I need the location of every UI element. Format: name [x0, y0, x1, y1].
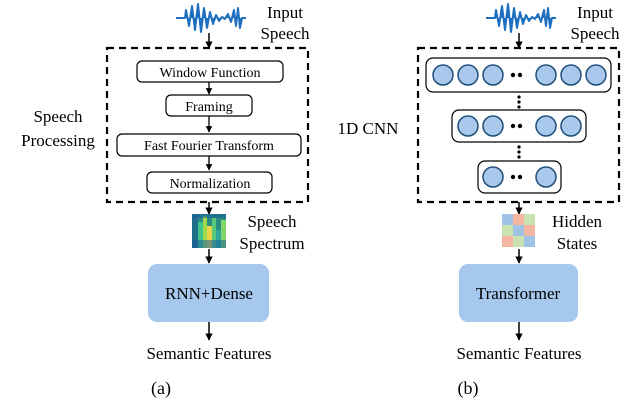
input-label-b-line2: Speech	[570, 24, 620, 43]
group-label-a-line1: Speech	[33, 107, 83, 126]
input-label-b-line1: Input	[577, 3, 613, 22]
step-normalization-label: Normalization	[170, 177, 251, 192]
step-fft-label: Fast Fourier Transform	[144, 139, 274, 154]
neuron	[560, 115, 582, 137]
vertical-ellipsis-2	[517, 145, 521, 159]
feature-label-a-line1: Speech	[247, 212, 297, 231]
audio-waveform-icon-b	[486, 3, 556, 33]
output-label-b: Semantic Features	[456, 344, 581, 363]
step-framing-label: Framing	[185, 100, 232, 115]
neuron	[585, 64, 607, 86]
rnn-dense-box	[148, 264, 269, 322]
feature-label-b-line2: States	[557, 234, 598, 253]
spectrogram-icon	[192, 214, 226, 248]
panel-b: Input Speech 1D CNN	[338, 3, 621, 399]
input-label-a-line2: Speech	[260, 24, 310, 43]
output-label-a: Semantic Features	[146, 344, 271, 363]
step-normalization	[146, 171, 273, 194]
step-window-function-label: Window Function	[160, 66, 261, 81]
feature-label-a-line2: Spectrum	[239, 234, 304, 253]
input-label-a-line1: Input	[267, 3, 303, 22]
neuron	[535, 166, 557, 188]
neuron	[482, 166, 504, 188]
caption-b: (b)	[458, 378, 479, 399]
neuron	[457, 64, 479, 86]
cnn-layer-3	[477, 160, 562, 194]
neuron	[535, 115, 557, 137]
audio-waveform-icon	[176, 3, 246, 33]
model-label-a: RNN+Dense	[165, 284, 253, 303]
neuron	[535, 64, 557, 86]
cnn-layer-1	[425, 57, 612, 93]
cnn-layer-2	[451, 109, 587, 143]
speech-processing-group	[105, 46, 310, 204]
group-label-a-line2: Processing	[21, 131, 95, 150]
vertical-ellipsis-1	[517, 95, 521, 109]
neuron	[457, 115, 479, 137]
hidden-states-grid-icon	[502, 214, 535, 247]
cnn-group	[416, 46, 621, 204]
group-label-b: 1D CNN	[338, 119, 399, 138]
neuron	[482, 115, 504, 137]
neuron	[560, 64, 582, 86]
model-label-b: Transformer	[476, 284, 561, 303]
neuron	[432, 64, 454, 86]
transformer-box	[459, 264, 578, 322]
panel-a: Input Speech Speech Processing Window Fu…	[21, 3, 310, 399]
caption-a: (a)	[151, 378, 171, 399]
feature-label-b-line1: Hidden	[552, 212, 603, 231]
step-window-function	[136, 60, 284, 83]
neuron	[482, 64, 504, 86]
